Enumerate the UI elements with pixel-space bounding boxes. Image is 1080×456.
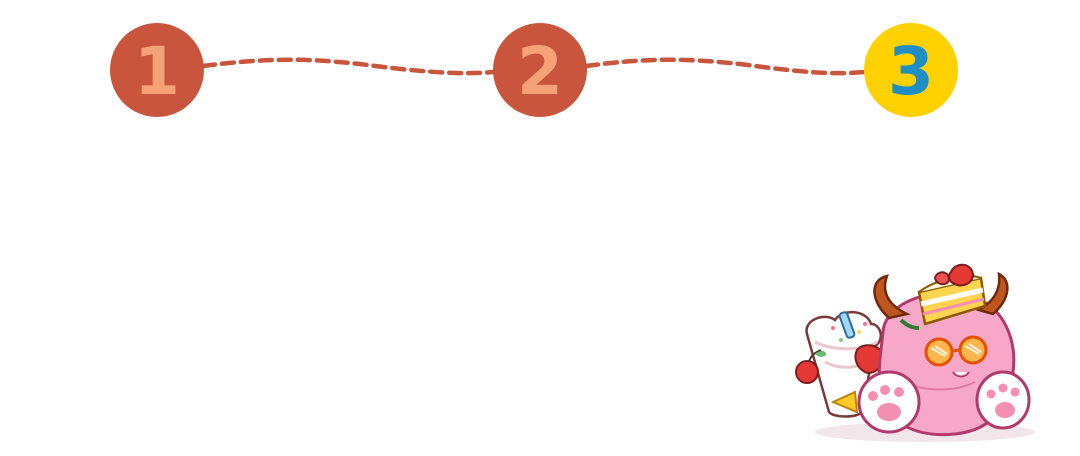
paw-left-icon: [857, 370, 921, 434]
connector-2-3: [583, 57, 868, 76]
sunglasses-icon: [924, 335, 988, 367]
step-2-circle[interactable]: 2: [493, 23, 587, 117]
axie-mascot-icon: [795, 263, 1035, 442]
step-connector-lines: [200, 57, 868, 76]
step-2-number: 2: [517, 33, 563, 110]
cake-icon: [917, 263, 987, 326]
step-1-circle[interactable]: 1: [110, 23, 204, 117]
paw-right-icon: [975, 370, 1031, 430]
progress-stepper: 1 2 3: [0, 0, 1080, 140]
horns-icon: [873, 271, 1009, 330]
step-3-number: 3: [888, 33, 934, 110]
connector-1-2: [200, 57, 497, 76]
step-3-circle[interactable]: 3: [864, 23, 958, 117]
step-1-number: 1: [134, 33, 180, 110]
